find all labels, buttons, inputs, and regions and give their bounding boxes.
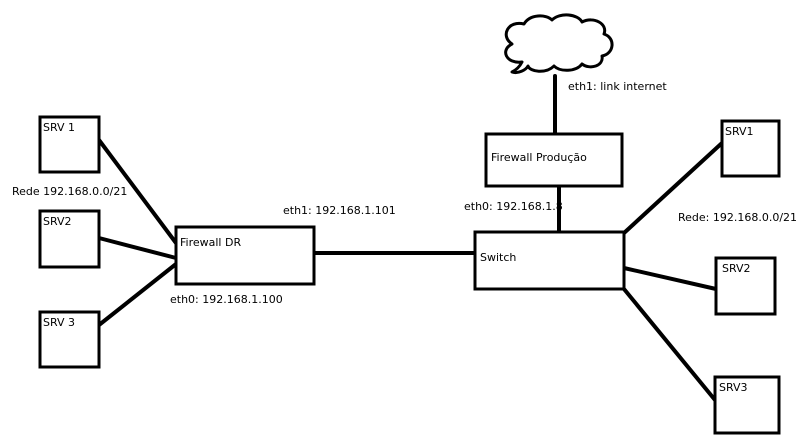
link-srv2-left-to-firewall-dr [97,236,178,260]
firewall-producao-eth0-label: eth0: 192.168.1.8 [464,200,563,213]
srv2-right-node: SRV2 [714,256,777,316]
srv3-left-node: SRV 3 [38,310,101,369]
srv1-left-node: SRV 1 [38,115,101,174]
link-switch-to-srv1-right [622,141,724,235]
link-switch-to-srv3-right [622,287,717,402]
firewall-producao-node: Firewall Produção [484,132,624,188]
firewall-dr-label: Firewall DR [180,236,241,249]
switch-label: Switch [480,251,516,264]
firewall-producao-label: Firewall Produção [491,151,587,164]
firewall-dr-eth0-label: eth0: 192.168.1.100 [170,293,283,306]
left-network-label: Rede 192.168.0.0/21 [12,185,127,198]
srv3-left-label: SRV 3 [43,316,75,329]
right-network-label: Rede: 192.168.0.0/21 [678,211,797,224]
connections [97,74,724,402]
srv3-right-node: SRV3 [713,375,781,435]
link-switch-to-srv2-right [622,266,718,291]
srv3-right-label: SRV3 [719,381,748,394]
switch-node: Switch [473,230,626,291]
srv1-right-label: SRV1 [725,125,754,138]
link-srv1-left-to-firewall-dr [97,138,178,245]
firewall-dr-node: Firewall DR [174,225,316,286]
cloud-icon [504,13,614,74]
srv2-left-label: SRV2 [43,215,72,228]
srv2-right-label: SRV2 [722,262,751,275]
srv2-left-node: SRV2 [38,209,101,269]
firewall-dr-eth1-label: eth1: 192.168.1.101 [283,204,396,217]
srv1-right-node: SRV1 [720,119,781,178]
link-srv3-left-to-firewall-dr [97,262,178,327]
internet-link-label: eth1: link internet [568,80,667,93]
srv1-left-label: SRV 1 [43,121,75,134]
